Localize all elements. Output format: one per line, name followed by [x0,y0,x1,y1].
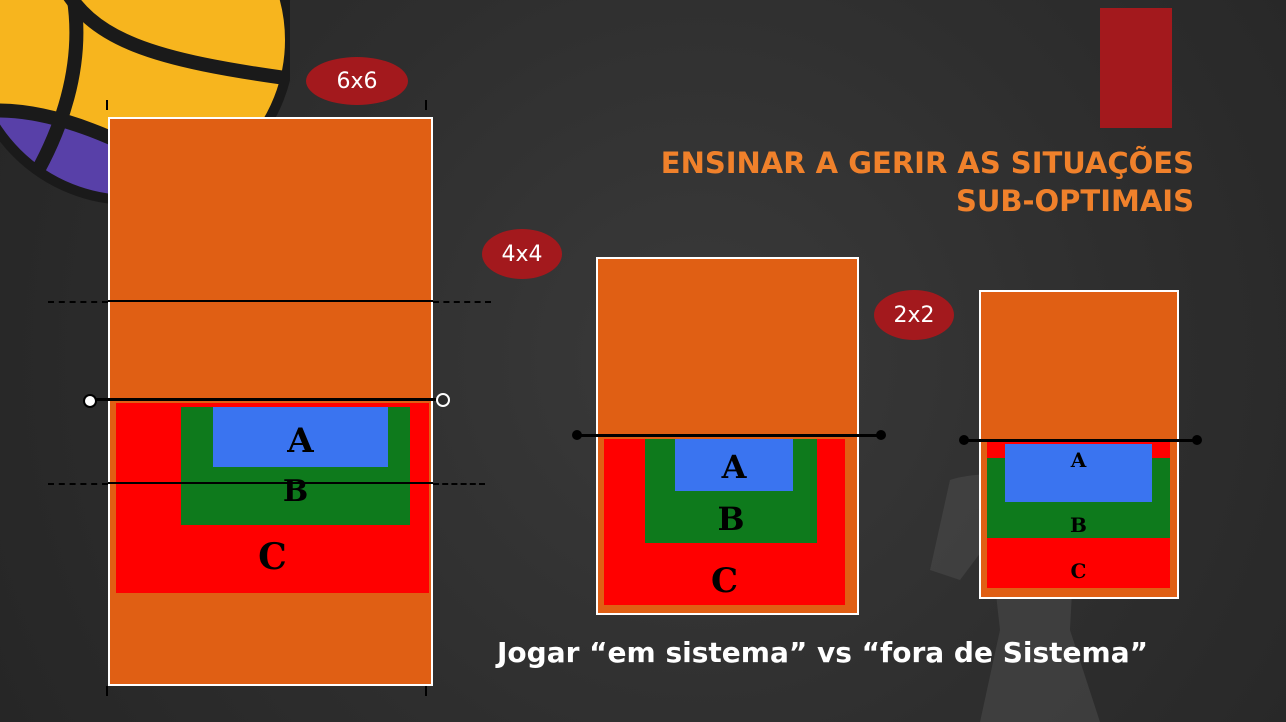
attack-line [108,300,433,302]
court-4x4: A B C [596,257,859,615]
badge-4x4: 4x4 [482,229,562,279]
tick-mark [425,686,427,696]
net-post [876,430,886,440]
zone-c-label: C [710,561,739,601]
zone-a-label: A [1070,448,1087,472]
zone-a-label: A [287,421,314,461]
net-post [959,435,969,445]
net-post [572,430,582,440]
net-post [436,393,450,407]
attack-line [108,482,433,484]
accent-bar [1100,8,1172,128]
zone-a [1005,444,1152,502]
tick-mark [106,100,108,110]
attack-line-extension [433,483,485,485]
slide-title: ENSINAR A GERIR AS SITUAÇÕES SUB-OPTIMAI… [661,144,1194,220]
net-post [1192,435,1202,445]
court-2x2: A B C [979,290,1179,599]
net-post [83,394,97,408]
attack-line-extension [48,483,108,485]
zone-b-label: B [282,473,309,509]
badge-2x2: 2x2 [874,290,954,340]
title-line-2: SUB-OPTIMAIS [955,184,1194,218]
court-6x6: A B C [108,117,433,686]
zone-c-label: C [258,536,287,578]
net-line [90,398,442,401]
net-line [578,434,880,437]
zone-a-label: A [721,448,747,486]
zone-a [213,407,388,467]
zone-b-label: B [1070,513,1087,537]
zone-b-label: B [717,500,745,538]
zone-c-label: C [1070,559,1087,583]
tick-mark [425,100,427,110]
attack-line-extension [48,301,108,303]
zone-a [675,439,793,491]
slide-caption: Jogar “em sistema” vs “fora de Sistema” [497,636,1148,669]
tick-mark [106,686,108,696]
net-line [963,439,1198,442]
badge-6x6: 6x6 [306,57,408,105]
title-line-1: ENSINAR A GERIR AS SITUAÇÕES [660,146,1194,180]
attack-line-extension [433,301,491,303]
